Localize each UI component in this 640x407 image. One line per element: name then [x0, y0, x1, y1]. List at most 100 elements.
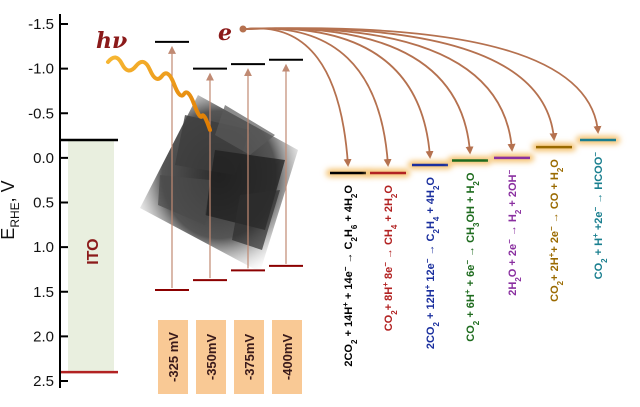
- reaction-equation: CO2 + 6H+ + 6e− → CH3OH + H2O: [463, 172, 481, 342]
- reaction-text-part: + 4H: [343, 198, 355, 225]
- reaction-text-part: 2: [432, 321, 441, 326]
- reaction-text-part: +: [463, 289, 472, 294]
- overpotential-box: [272, 320, 302, 394]
- overpotential-box: [158, 320, 188, 394]
- electron-transfer-arrow: [245, 27, 558, 142]
- reaction-text-part: H: [343, 229, 355, 237]
- reaction-text-part: −: [505, 239, 514, 244]
- reaction-text-part: +: [381, 282, 390, 287]
- reaction-text-part: 6: [350, 224, 359, 229]
- reaction-text-part: −: [423, 258, 432, 263]
- electron-transfer-arrow: [245, 27, 602, 135]
- reaction-text-part: 3: [472, 222, 481, 227]
- reaction-text-part: O: [425, 177, 437, 186]
- reaction-text-part: → C: [425, 233, 437, 258]
- reaction-text-part: 2CO: [343, 344, 355, 367]
- ito-band: [68, 140, 114, 373]
- reaction-text-part: → H: [507, 214, 519, 239]
- electron-transfer-arrow: [245, 27, 474, 155]
- reaction-text-part: CO: [383, 314, 395, 331]
- reaction-text-part: 2: [390, 310, 399, 315]
- reaction-text-part: +: [591, 233, 600, 238]
- overpotential-label: -325 mV: [166, 332, 181, 382]
- y-tick-label: 2.0: [33, 328, 54, 345]
- reaction-text-part: −: [341, 266, 350, 271]
- reaction-text-part: CO: [549, 285, 561, 302]
- reaction-equation: CO2+ 2H++ 2e− → CO + H2O: [547, 159, 565, 302]
- overpotential-box: [196, 320, 226, 394]
- reaction-text-part: 4: [390, 224, 399, 229]
- reaction-text-part: + 14e: [343, 271, 355, 302]
- reaction-text-part: H: [425, 221, 437, 229]
- reaction-text-part: + 12H: [425, 289, 437, 322]
- reaction-text-part: 2: [472, 181, 481, 186]
- reaction-text-part: 2: [600, 258, 609, 263]
- reaction-text-part: 4: [432, 216, 441, 221]
- reaction-text-part: −: [547, 226, 556, 231]
- reaction-text-part: 2: [432, 185, 441, 190]
- reaction-text-part: + 6e: [465, 265, 477, 290]
- reaction-text-part: O: [383, 185, 395, 194]
- reaction-text-part: O: [549, 159, 561, 168]
- y-axis-ticks: -1.5-1.0-0.50.00.51.01.52.02.5: [28, 16, 68, 390]
- overpotential-label: -400mV: [280, 334, 295, 381]
- reaction-text-part: → CH: [465, 227, 477, 260]
- reaction-text-part: +: [423, 284, 432, 289]
- reaction-text-part: O: [465, 172, 477, 181]
- reaction-equation: 2CO2 + 12H+ 12e− → C2H4 + 4H2O: [423, 177, 441, 350]
- reaction-text-part: 12e: [425, 263, 437, 284]
- overpotential-label: -375mV: [242, 334, 257, 381]
- reaction-text-part: + 2H: [383, 198, 395, 225]
- reaction-text-part: −: [591, 152, 600, 157]
- reaction-text-part: + H: [593, 238, 605, 259]
- reaction-equation: 2H2O + 2e− → H2 + 2OH−: [505, 170, 523, 296]
- reaction-text-part: 8e: [383, 267, 395, 282]
- reaction-text-part: → CH: [383, 229, 395, 262]
- y-tick-label: 1.5: [33, 284, 54, 301]
- y-tick-label: 0.5: [33, 195, 54, 212]
- electron-transfer-arrows: [245, 27, 602, 168]
- photocathode-bands: [155, 40, 303, 291]
- reaction-equation: CO2+ 8H+ 8e− → CH4 + 2H2O: [381, 185, 399, 332]
- reaction-text-part: 2: [350, 339, 359, 344]
- reaction-text-part: 2: [514, 209, 523, 214]
- y-tick-label: 2.5: [33, 373, 54, 390]
- reaction-text-part: 2CO: [425, 326, 437, 349]
- axis-title-unit: , V: [0, 180, 18, 202]
- reaction-text-part: + 2e: [549, 231, 561, 253]
- y-tick-label: -0.5: [28, 105, 54, 122]
- electron-label: e: [218, 20, 232, 46]
- axis-title-sub: RHE: [8, 202, 22, 227]
- reaction-text-part: → HCOO: [593, 156, 605, 207]
- reaction-text-part: O: [343, 185, 355, 194]
- reaction-text-part: + 8H: [383, 287, 395, 311]
- reaction-text-part: −: [591, 206, 600, 211]
- reaction-text-part: OH + H: [465, 186, 477, 223]
- overpotential-label: -350mV: [204, 334, 219, 381]
- y-tick-label: -1.5: [28, 16, 54, 33]
- reaction-text-part: CO: [593, 262, 605, 279]
- y-tick-label: 1.0: [33, 239, 54, 256]
- reaction-text-part: + 14H: [343, 307, 355, 340]
- ito-label: ITO: [85, 238, 102, 264]
- reaction-text-part: + 2H: [549, 257, 561, 281]
- axis-title-main: E: [0, 228, 18, 240]
- y-tick-label: -1.0: [28, 61, 54, 78]
- reaction-equation: 2CO2 + 14H+ + 14e− → C2H6 + 4H2O: [341, 185, 359, 367]
- reaction-text-part: −: [505, 170, 514, 175]
- reaction-text-part: 2: [350, 237, 359, 242]
- overpotential-box: [234, 320, 264, 394]
- reaction-text-part: + 4H: [425, 190, 437, 217]
- reaction-text-part: → CO + H: [549, 172, 561, 226]
- reaction-text-part: −: [381, 262, 390, 267]
- reaction-text-part: −: [463, 260, 472, 265]
- reaction-text-part: O + 2e: [507, 244, 519, 277]
- reaction-text-part: +2e: [593, 211, 605, 233]
- reaction-text-part: 2: [556, 280, 565, 285]
- reaction-text-part: 2: [350, 193, 359, 198]
- electron-origin-dot: [239, 25, 247, 33]
- photon-label: hν: [96, 28, 127, 54]
